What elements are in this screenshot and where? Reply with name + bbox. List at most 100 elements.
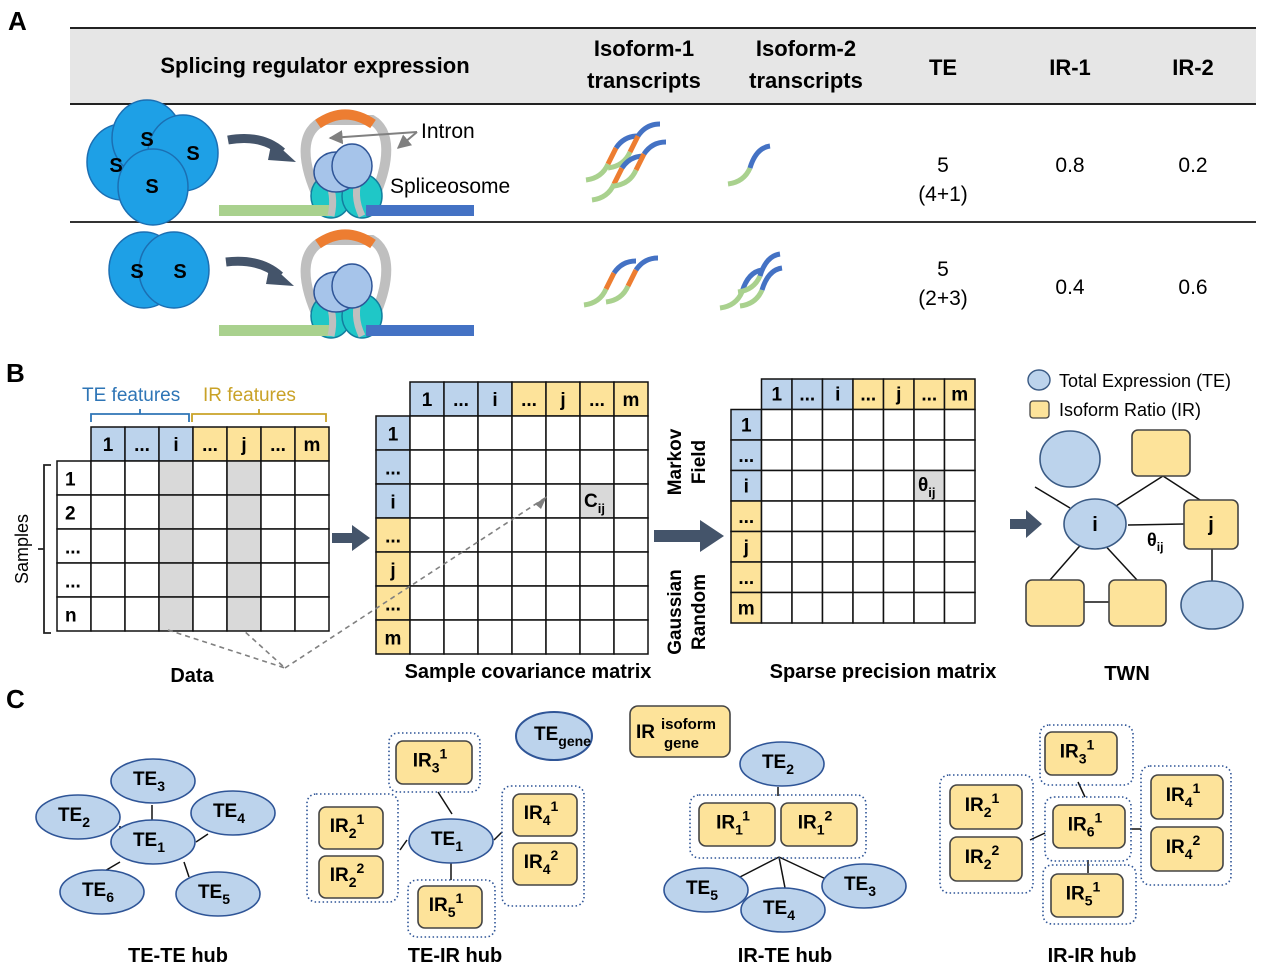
col-header-label: i	[835, 384, 840, 405]
hub-node-label: IR51	[429, 890, 464, 920]
matrix-cell	[90, 596, 126, 632]
matrix-cell	[545, 619, 581, 655]
matrix-cell	[821, 408, 854, 441]
col-header-label: 1	[422, 390, 433, 411]
hub-node-label: IR41	[1166, 780, 1201, 810]
hub-node-label: TE4	[213, 801, 245, 826]
twn-node-ir	[1025, 579, 1085, 627]
isoform-group-outline	[1044, 796, 1132, 862]
twn-node-ir	[1108, 579, 1167, 627]
legend-c-te-node	[515, 711, 593, 761]
matrix-cell	[943, 439, 976, 472]
col-header-label: 1	[771, 384, 782, 405]
row-header-cell	[56, 596, 92, 632]
ir-node	[512, 842, 578, 886]
header-splicing-regulator: Splicing regulator expression	[160, 53, 469, 78]
matrix-cell	[158, 528, 194, 564]
matrix-cell	[579, 415, 615, 451]
ir-node	[1052, 804, 1126, 849]
row-header-label: m	[385, 628, 402, 649]
te-node	[663, 867, 749, 913]
col-header-cell	[943, 378, 976, 411]
legend-ir-label: Isoform Ratio (IR)	[1059, 400, 1201, 420]
isoform-group-outline	[306, 793, 399, 903]
legend-c-te-label: TEgene	[534, 724, 591, 749]
ir-features-label: IR features	[203, 385, 296, 406]
row-header-label: i	[390, 492, 395, 513]
twn-edge-theta: θij	[1147, 530, 1163, 554]
te-node	[821, 863, 907, 909]
ir-node	[949, 784, 1023, 830]
matrix-cell	[821, 469, 854, 502]
matrix-cell	[613, 619, 649, 655]
matrix-cell	[409, 551, 445, 587]
col-header-label: ...	[521, 390, 537, 411]
legend-te-icon	[1027, 369, 1051, 391]
precision-caption: Sparse precision matrix	[770, 661, 997, 683]
col-header-cell	[791, 378, 824, 411]
hub-node-label: IR31	[1060, 737, 1095, 767]
hub-node-label: TE4	[763, 898, 795, 923]
row-header-cell	[730, 561, 763, 594]
matrix-cell	[852, 530, 885, 563]
panel-a-label: A	[8, 6, 27, 36]
legend-c-ir-sup: isoform	[661, 716, 716, 733]
data-caption: Data	[170, 665, 214, 687]
matrix-cell	[409, 449, 445, 485]
ir-node	[949, 836, 1023, 882]
ir-node	[1150, 774, 1224, 820]
header-ir1: IR-1	[1049, 55, 1091, 80]
hub-edge	[778, 856, 829, 881]
arrow-gmrf	[654, 520, 724, 552]
regulator-cluster-row2: S S	[108, 231, 210, 309]
matrix-cell	[294, 528, 330, 564]
hub-node-label: IR12	[798, 808, 833, 838]
twn-label-i: i	[1092, 514, 1098, 536]
matrix-cell	[294, 596, 330, 632]
row2-te-detail: (2+3)	[918, 287, 968, 310]
spliceosome-row2	[219, 229, 474, 339]
matrix-cell	[852, 469, 885, 502]
header-isoform2-line1: Isoform-2	[756, 36, 856, 61]
ir-node	[395, 740, 473, 785]
hub-caption-ir-te: IR-TE hub	[738, 945, 832, 967]
svg-text:S: S	[145, 176, 158, 198]
header-isoform2-line2: transcripts	[749, 68, 863, 93]
matrix-cell	[613, 551, 649, 587]
row1-ir1: 0.8	[1055, 154, 1084, 177]
svg-text:S: S	[109, 155, 122, 177]
matrix-cell	[913, 530, 946, 563]
col-header-label: ...	[202, 435, 218, 456]
col-header-label: j	[895, 384, 901, 405]
matrix-cell	[821, 591, 854, 624]
matrix-cell	[511, 585, 547, 621]
te-node	[110, 819, 196, 865]
matrix-cell	[226, 494, 262, 530]
matrix-cell	[913, 439, 946, 472]
matrix-cell	[124, 528, 160, 564]
matrix-cell	[477, 619, 513, 655]
twn-node-ir	[1131, 429, 1191, 477]
hub-node-label: IR21	[965, 790, 1000, 820]
matrix-cell	[443, 551, 479, 587]
ir-node	[780, 802, 858, 847]
legend-ir-icon	[1029, 400, 1050, 419]
matrix-cell	[124, 596, 160, 632]
hub-edge	[778, 856, 787, 894]
col-header-cell	[613, 381, 649, 417]
hub-node-label: TE3	[133, 769, 165, 794]
row-header-label: ...	[738, 507, 754, 528]
col-header-label: ...	[799, 384, 815, 405]
matrix-cell	[511, 551, 547, 587]
isoform-group-outline	[1039, 724, 1134, 786]
covariance-caption: Sample covariance matrix	[405, 661, 652, 683]
matrix-cell	[791, 439, 824, 472]
row-header-label: 1	[65, 469, 76, 490]
matrix-cell	[545, 517, 581, 553]
spliceosome-row1	[219, 109, 474, 219]
hub-node-label: TE5	[198, 882, 230, 907]
matrix-cell	[260, 562, 296, 598]
ir-node	[698, 802, 776, 847]
row-header-label: j	[743, 537, 749, 558]
col-header-cell	[158, 426, 194, 462]
